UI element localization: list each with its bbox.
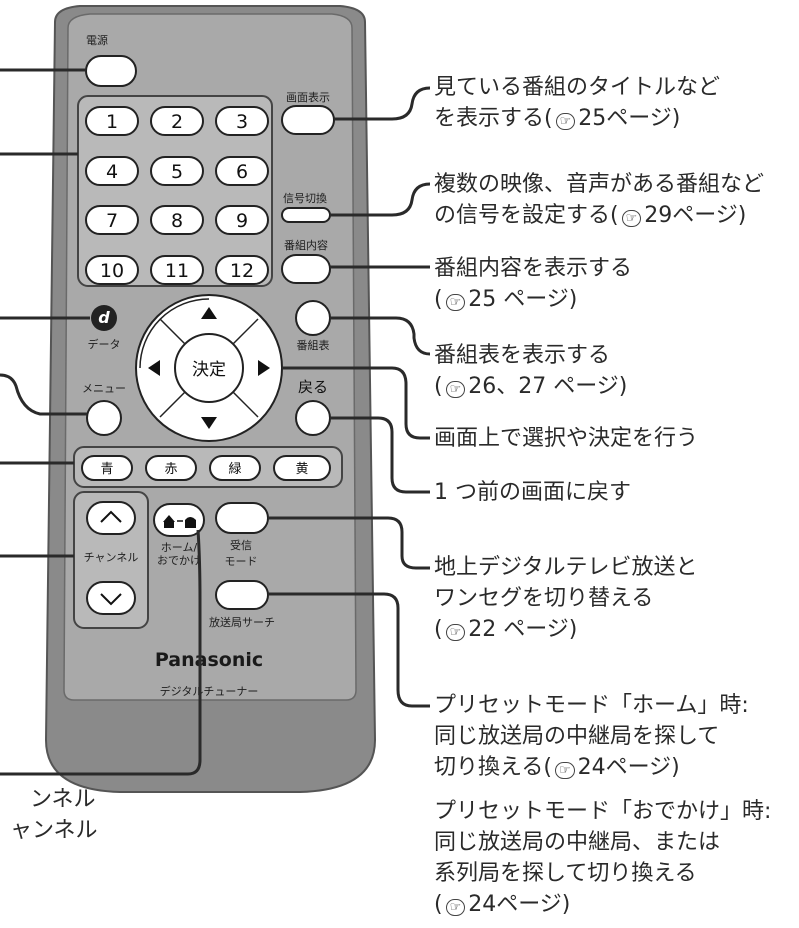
hand-pointer-icon: ☞ — [445, 381, 466, 398]
guide-annotation: 番組表を表示する (☞26、27 ページ) — [434, 343, 628, 399]
receive-label-1: 受信 — [230, 539, 252, 552]
outing-annotation: プリセットモード「おでかけ」時: 同じ放送局の中継局、または 系列局を探して切り… — [434, 799, 772, 917]
digit-10-label: 10 — [100, 260, 124, 282]
home-outing-button[interactable] — [153, 503, 205, 537]
hand-pointer-icon: ☞ — [445, 899, 466, 916]
digit-1-button[interactable] — [85, 106, 139, 136]
guide-button[interactable] — [295, 300, 331, 336]
home-car-icon — [163, 515, 196, 528]
digit-6-label: 6 — [236, 161, 248, 183]
digit-2-label: 2 — [171, 111, 183, 133]
hand-pointer-icon: ☞ — [554, 762, 575, 779]
home-label-1: ホーム/ — [161, 541, 198, 554]
ok-button-label: 決定 — [192, 360, 226, 380]
digit-5-button[interactable] — [150, 156, 204, 186]
channel-label: チャンネル — [84, 551, 139, 564]
digit-4-label: 4 — [106, 161, 118, 183]
green-button-label: 緑 — [228, 462, 241, 477]
receive-label-2: モード — [225, 555, 258, 568]
digit-7-button[interactable] — [85, 205, 139, 235]
up-arrow-icon[interactable] — [201, 307, 217, 319]
display-button-label: 画面表示 — [286, 90, 330, 104]
digit-6-button[interactable] — [215, 156, 269, 186]
digit-3-button[interactable] — [215, 106, 269, 136]
back-button-label: 戻る — [298, 378, 328, 396]
digit-8-button[interactable] — [150, 205, 204, 235]
digit-5-label: 5 — [171, 161, 183, 183]
program-info-button-label: 番組内容 — [284, 238, 328, 252]
digit-8-label: 8 — [171, 210, 183, 232]
power-button[interactable] — [85, 55, 137, 87]
digit-10-button[interactable] — [85, 255, 139, 285]
model-name: デジタルチューナー — [160, 684, 259, 698]
power-label: 電源 — [86, 33, 108, 47]
channel-down-button[interactable] — [86, 581, 136, 615]
hand-pointer-icon: ☞ — [555, 113, 576, 130]
station-search-button[interactable] — [215, 580, 269, 610]
svg-text:d: d — [98, 308, 110, 327]
number-pad — [77, 95, 273, 287]
left-arrow-icon[interactable] — [148, 360, 160, 376]
data-d-icon[interactable] — [91, 305, 117, 331]
signal-annotation: 複数の映像、音声がある番組など の信号を設定する(☞29ページ) — [434, 172, 765, 228]
select-annotation: 画面上で選択や決定を行う — [434, 426, 699, 451]
signal-button-label: 信号切換 — [283, 192, 327, 205]
digit-9-button[interactable] — [215, 205, 269, 235]
brand-logo: Panasonic — [155, 649, 263, 671]
chevron-up-icon — [100, 510, 122, 523]
blue-button[interactable] — [81, 455, 133, 481]
digit-11-label: 11 — [165, 260, 189, 282]
hand-pointer-icon: ☞ — [445, 624, 466, 641]
back-button[interactable] — [295, 400, 331, 436]
station-search-label: 放送局サーチ — [209, 615, 275, 629]
yellow-button-label: 黄 — [295, 462, 308, 477]
digit-11-button[interactable] — [150, 255, 204, 285]
receive-annotation: 地上デジタルテレビ放送と ワンセグを切り替える (☞22 ページ) — [434, 555, 698, 642]
home-annotation: プリセットモード「ホーム」時: 同じ放送局の中継局を探して 切り換える(☞24ペ… — [434, 693, 749, 780]
digit-9-label: 9 — [236, 210, 248, 232]
digit-4-button[interactable] — [85, 156, 139, 186]
menu-button-label: メニュー — [82, 382, 126, 395]
display-annotation: 見ている番組のタイトルなど を表示する(☞25ページ) — [434, 75, 721, 131]
display-button[interactable] — [281, 105, 335, 135]
guide-button-label: 番組表 — [297, 338, 330, 352]
receive-mode-button[interactable] — [215, 502, 269, 534]
ok-button[interactable] — [174, 333, 244, 403]
hand-pointer-icon: ☞ — [621, 210, 642, 227]
data-button-label: データ — [88, 337, 121, 351]
yellow-button[interactable] — [273, 455, 331, 481]
leader-lines — [0, 68, 431, 776]
back-annotation: 1 つ前の画面に戻す — [434, 480, 631, 505]
hand-pointer-icon: ☞ — [445, 294, 466, 311]
digit-7-label: 7 — [106, 210, 118, 232]
signal-button[interactable] — [281, 207, 331, 223]
digit-3-label: 3 — [236, 111, 248, 133]
red-button[interactable] — [145, 455, 197, 481]
digit-1-label: 1 — [106, 111, 118, 133]
program-info-annotation: 番組内容を表示する (☞25 ページ) — [434, 256, 633, 312]
color-buttons-panel — [73, 446, 343, 488]
digit-12-button[interactable] — [215, 255, 269, 285]
home-label-2: おでかけ — [157, 554, 201, 567]
down-arrow-icon[interactable] — [201, 417, 217, 429]
right-arrow-icon[interactable] — [258, 360, 270, 376]
green-button[interactable] — [209, 455, 261, 481]
red-button-label: 赤 — [164, 462, 177, 477]
program-info-button[interactable] — [281, 254, 331, 284]
left-partial-annotation: ンネル ャンネル — [10, 787, 98, 843]
digit-buttons — [85, 106, 269, 285]
menu-button[interactable] — [86, 400, 122, 436]
digit-2-button[interactable] — [150, 106, 204, 136]
chevron-down-icon — [100, 593, 122, 606]
digit-12-label: 12 — [230, 260, 254, 282]
blue-button-label: 青 — [100, 462, 113, 477]
channel-up-button[interactable] — [86, 501, 136, 535]
